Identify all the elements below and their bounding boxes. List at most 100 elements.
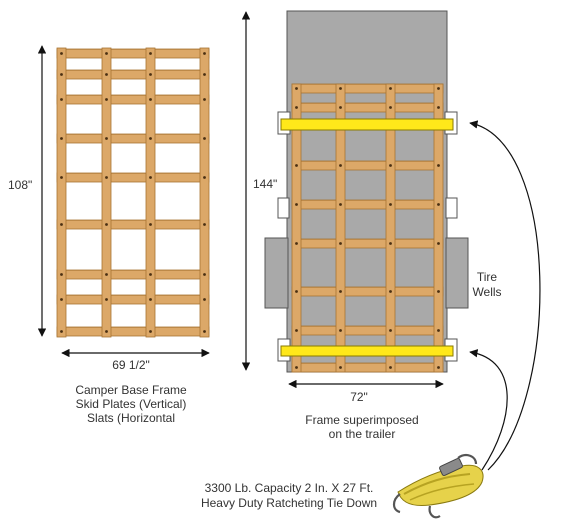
- bolt-4: [203, 52, 206, 55]
- right-camper-frame: [291, 83, 444, 373]
- bolt-32: [437, 366, 440, 369]
- left-caption-line-2: Skid Plates (Vertical): [76, 397, 187, 411]
- bolt-26: [105, 273, 108, 276]
- left-height-label: 108": [8, 178, 32, 192]
- bolt-35: [149, 330, 152, 333]
- skid-plate-4: [433, 83, 444, 373]
- bolt-8: [437, 106, 440, 109]
- bolt-27: [389, 329, 392, 332]
- pointer-to-bottom-strap: [469, 349, 508, 471]
- bolt-3: [149, 52, 152, 55]
- bolt-30: [339, 366, 342, 369]
- right-caption-line-2: on the trailer: [329, 427, 396, 441]
- slat-5: [291, 238, 444, 249]
- bolt-26: [339, 329, 342, 332]
- skid-plate-3: [385, 83, 396, 373]
- slat-6: [56, 219, 210, 230]
- bolt-19: [149, 176, 152, 179]
- right-height-label: 144": [253, 177, 277, 191]
- bolt-7: [389, 106, 392, 109]
- tie-down-bracket-mid-right: [445, 197, 458, 219]
- left-camper-frame: [56, 47, 210, 338]
- bolt-31: [389, 366, 392, 369]
- bolt-28: [203, 273, 206, 276]
- bolt-14: [105, 137, 108, 140]
- bolt-32: [203, 298, 206, 301]
- bolt-15: [149, 137, 152, 140]
- bolt-2: [339, 87, 342, 90]
- bolt-10: [339, 164, 342, 167]
- slat-9: [56, 326, 210, 337]
- slat-2: [56, 69, 210, 80]
- tire-wells-label-line-1: Tire: [477, 270, 498, 284]
- bolt-23: [149, 223, 152, 226]
- bolt-17: [295, 242, 298, 245]
- bolt-20: [437, 242, 440, 245]
- left-caption-line-1: Camper Base Frame: [75, 383, 187, 397]
- tie-down-bracket-mid-left: [277, 197, 290, 219]
- bolt-12: [437, 164, 440, 167]
- bolt-17: [60, 176, 63, 179]
- bolt-29: [295, 366, 298, 369]
- slat-4: [56, 133, 210, 144]
- bolt-19: [389, 242, 392, 245]
- skid-plate-2: [101, 47, 112, 338]
- ratchet-tie-down-image: [392, 454, 484, 519]
- bolt-2: [105, 52, 108, 55]
- bolt-18: [339, 242, 342, 245]
- right-frame-bolts: [295, 87, 440, 369]
- bolt-11: [389, 164, 392, 167]
- left-frame-bolts: [60, 52, 206, 333]
- bolt-6: [339, 106, 342, 109]
- bolt-5: [295, 106, 298, 109]
- skid-plate-1: [291, 83, 302, 373]
- left-frame-slats: [56, 48, 210, 337]
- bolt-15: [389, 203, 392, 206]
- bolt-11: [149, 98, 152, 101]
- slat-8: [291, 362, 444, 373]
- right-caption-line-1: Frame superimposed: [305, 413, 418, 427]
- slat-4: [291, 199, 444, 210]
- bolt-23: [389, 290, 392, 293]
- bolt-14: [339, 203, 342, 206]
- tire-wells-label-line-2: Wells: [472, 285, 501, 299]
- skid-plate-4: [199, 47, 210, 338]
- right-width-label: 72": [350, 390, 368, 404]
- slat-1: [56, 48, 210, 59]
- slat-3: [291, 160, 444, 171]
- skid-plate-3: [145, 47, 156, 338]
- strap-caption-line-2: Heavy Duty Ratcheting Tie Down: [201, 496, 377, 510]
- skid-plate-1: [56, 47, 67, 338]
- trailer-bed: [286, 10, 448, 373]
- bolt-30: [105, 298, 108, 301]
- left-caption-line-3: Slats (Horizontal: [87, 411, 175, 425]
- bolt-24: [203, 223, 206, 226]
- bolt-25: [295, 329, 298, 332]
- pointer-to-top-strap: [469, 120, 541, 471]
- bolt-13: [295, 203, 298, 206]
- bolt-16: [203, 137, 206, 140]
- bolt-22: [339, 290, 342, 293]
- bolt-27: [149, 273, 152, 276]
- bolt-21: [60, 223, 63, 226]
- slat-3: [56, 94, 210, 105]
- slat-8: [56, 294, 210, 305]
- bolt-28: [437, 329, 440, 332]
- left-frame-skid-plates: [56, 47, 210, 338]
- bolt-13: [60, 137, 63, 140]
- tire-well-left: [264, 237, 289, 309]
- slat-2: [291, 102, 444, 113]
- bolt-3: [389, 87, 392, 90]
- right-frame-skid-plates: [291, 83, 444, 373]
- bolt-4: [437, 87, 440, 90]
- bolt-9: [295, 164, 298, 167]
- bolt-29: [60, 298, 63, 301]
- slat-5: [56, 172, 210, 183]
- bolt-16: [437, 203, 440, 206]
- bolt-10: [105, 98, 108, 101]
- bolt-25: [60, 273, 63, 276]
- tire-well-right: [445, 237, 469, 309]
- bolt-5: [60, 73, 63, 76]
- strap-caption-line-1: 3300 Lb. Capacity 2 In. X 27 Ft.: [205, 481, 374, 495]
